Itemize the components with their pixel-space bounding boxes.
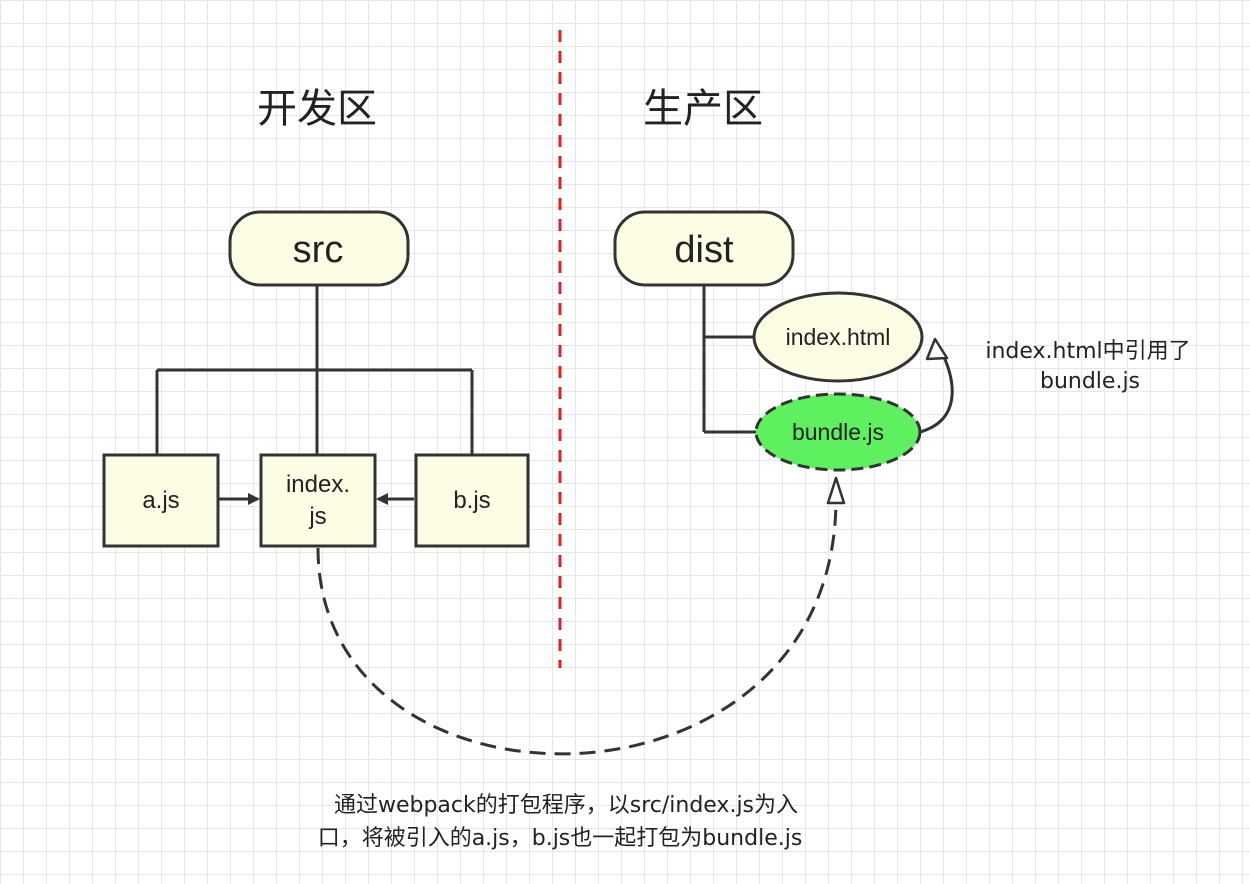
index-js-node[interactable]: index. js	[259, 453, 377, 548]
reference-note-line2: bundle.js	[1040, 369, 1140, 394]
prod-zone-title: 生产区	[643, 86, 763, 132]
dist-node[interactable]: dist	[613, 210, 795, 287]
b-js-label: b.js	[453, 487, 490, 514]
a-js-node[interactable]: a.js	[102, 453, 220, 548]
dist-label: dist	[674, 229, 734, 271]
src-label: src	[293, 229, 344, 271]
reference-arrowhead	[925, 337, 949, 361]
reference-connector	[919, 354, 954, 434]
bundling-arc	[316, 499, 838, 756]
dev-tree: src a.js index. js b.js	[102, 210, 530, 548]
index-js-label-line2: js	[308, 503, 326, 530]
a-js-label: a.js	[142, 487, 179, 514]
index-html-label: index.html	[786, 324, 891, 350]
src-node[interactable]: src	[228, 210, 410, 287]
bundling-note-line2: 口，将被引入的a.js，b.js也一起打包为bundle.js	[318, 826, 803, 851]
index-html-node[interactable]: index.html	[752, 291, 924, 383]
reference-note-line1: index.html中引用了	[985, 339, 1190, 364]
bundle-js-node[interactable]: bundle.js	[754, 392, 922, 472]
bundle-js-label: bundle.js	[792, 419, 884, 445]
bundling-arrowhead	[826, 476, 846, 505]
dev-zone-title: 开发区	[257, 86, 377, 132]
index-js-label-line1: index.	[286, 471, 350, 498]
b-js-node[interactable]: b.js	[414, 453, 530, 548]
bundling-note-line1: 通过webpack的打包程序，以src/index.js为入	[334, 793, 798, 818]
prod-tree: dist index.html bundle.js	[613, 210, 954, 472]
